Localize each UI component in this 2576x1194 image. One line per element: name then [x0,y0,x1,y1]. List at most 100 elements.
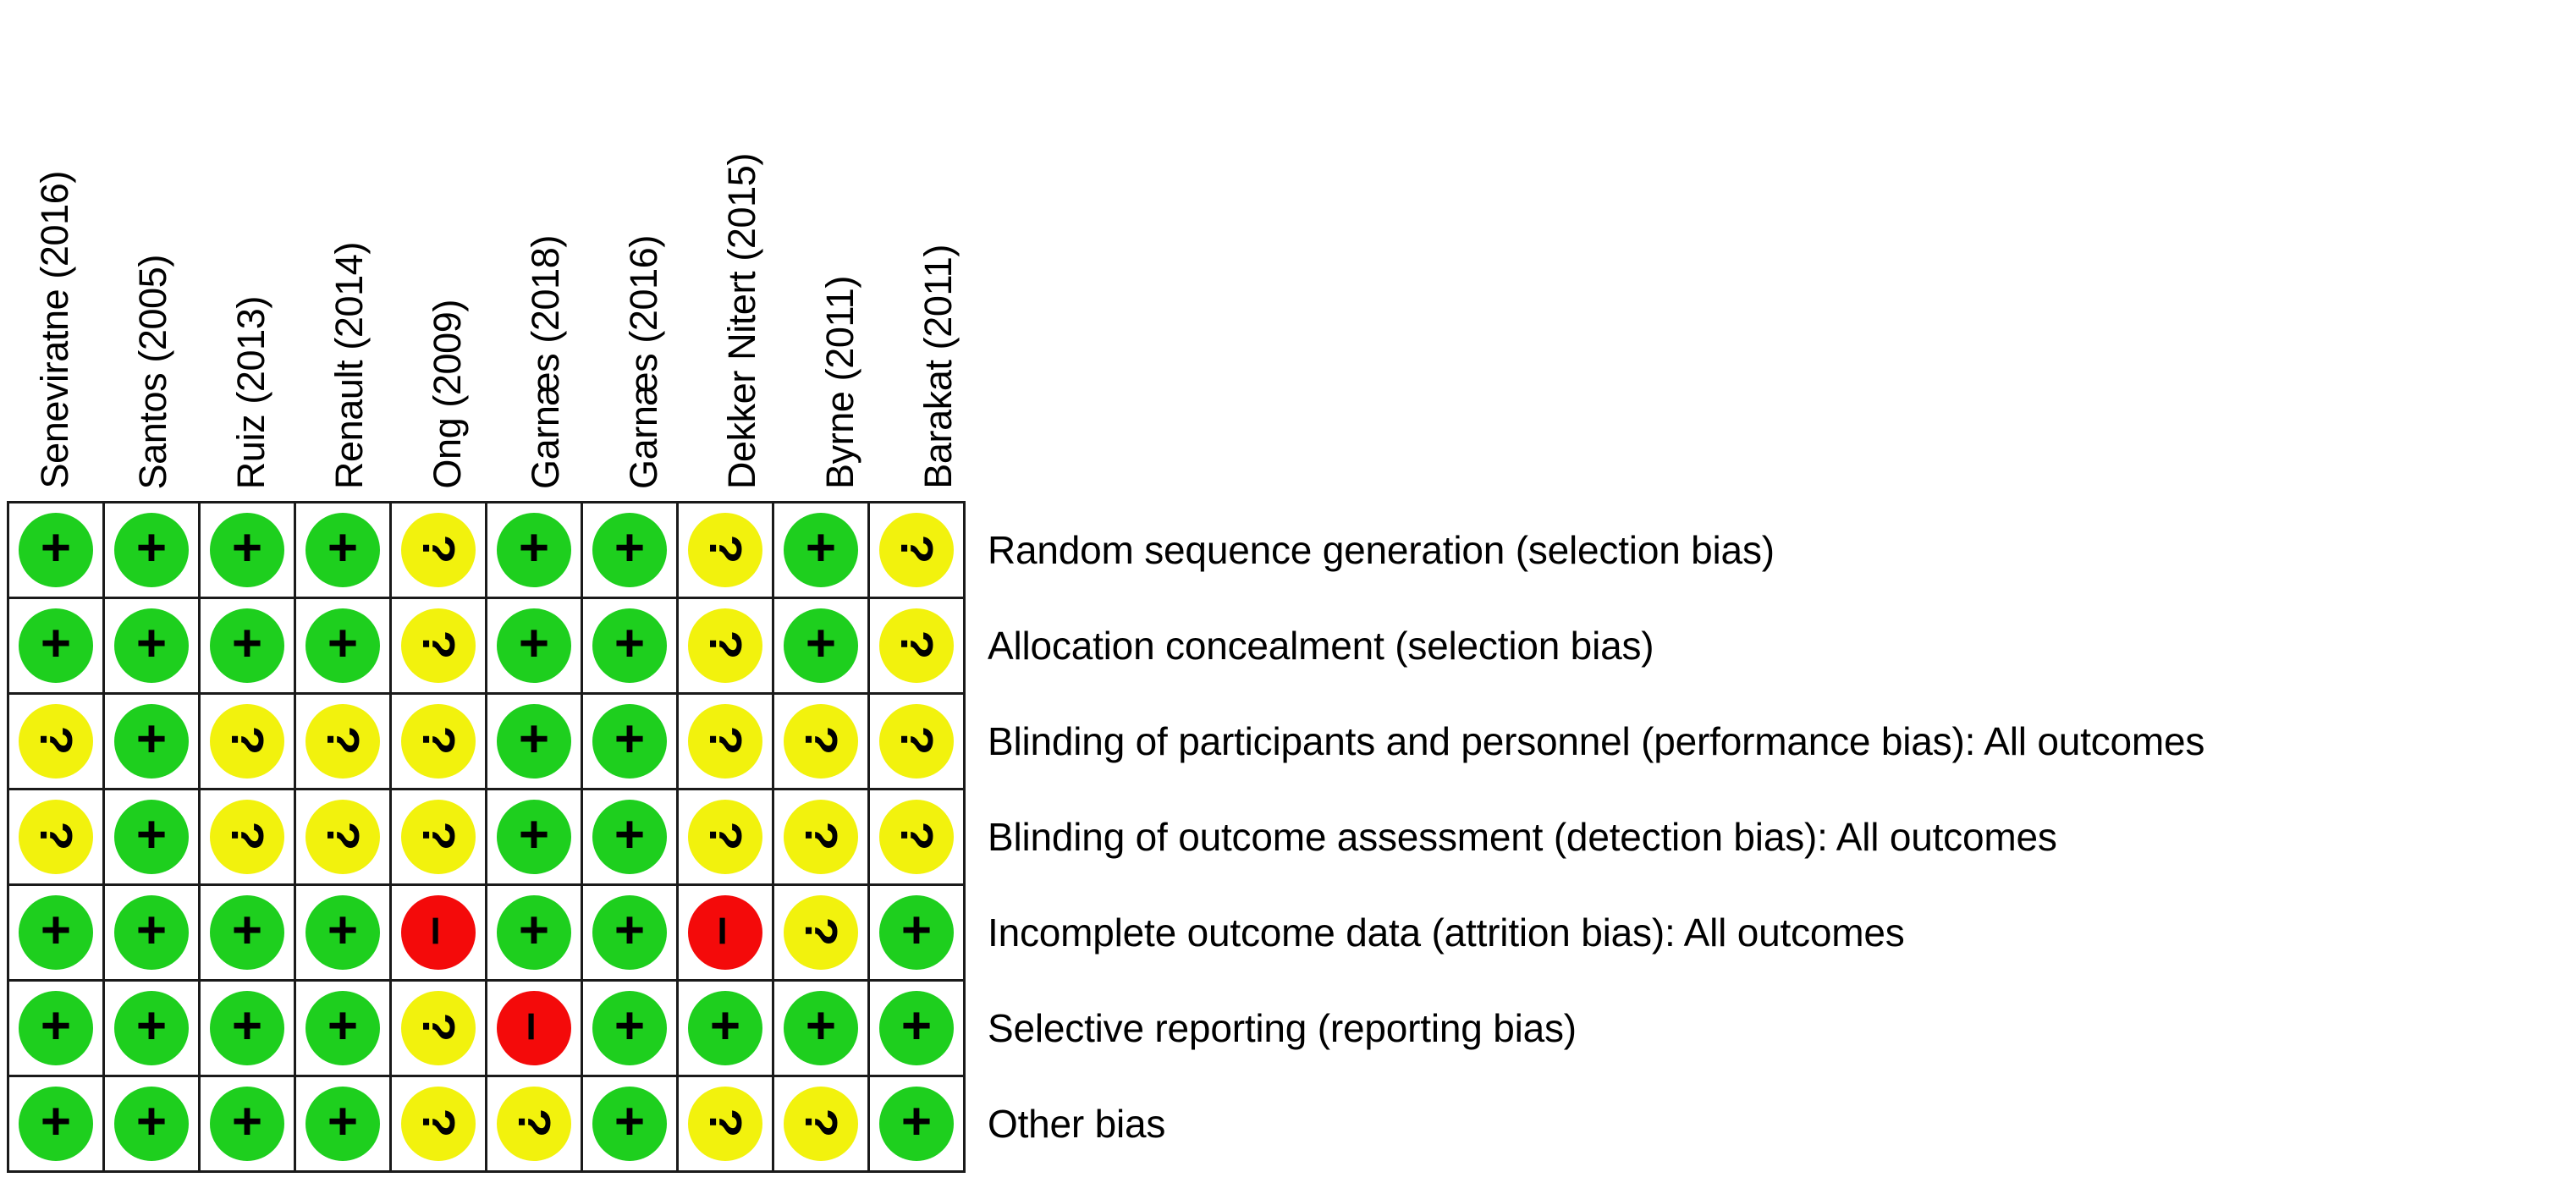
judgement-glyph: ? [222,725,272,756]
judgement-cell[interactable]: + [198,501,296,599]
judgement-glyph: + [135,901,168,960]
judgement-cell[interactable]: ? [485,1075,583,1173]
judgement-cell[interactable]: + [581,501,679,599]
judgement-cell[interactable]: + [198,883,296,982]
low-risk-icon: + [879,895,954,970]
judgement-cell[interactable]: ? [7,692,105,790]
judgement-cell[interactable]: ? [867,597,966,695]
judgement-cell[interactable]: + [867,883,966,982]
judgement-cell[interactable]: + [102,692,201,790]
judgement-cell[interactable]: – [389,883,487,982]
column-header: Dekker Nitert (2015) [694,0,789,489]
judgement-cell[interactable]: + [7,1075,105,1173]
unclear-risk-icon: ? [879,513,954,587]
judgement-cell[interactable]: + [7,883,105,982]
judgement-glyph: + [327,519,359,577]
judgement-cell[interactable]: + [867,1075,966,1173]
judgement-cell[interactable]: + [581,883,679,982]
judgement-cell[interactable]: ? [676,597,774,695]
judgement-cell[interactable]: + [7,597,105,695]
judgement-cell[interactable]: + [102,979,201,1077]
low-risk-icon: + [784,991,858,1065]
judgement-cell[interactable]: + [581,788,679,886]
column-header-label: Renault (2014) [327,241,371,489]
column-header: Garnæs (2018) [498,0,592,489]
judgement-cell[interactable]: ? [389,979,487,1077]
low-risk-icon: + [19,608,93,683]
judgement-cell[interactable]: ? [772,692,870,790]
unclear-risk-icon: ? [210,704,284,779]
row-label-cell: Random sequence generation (selection bi… [964,502,2206,598]
judgement-cell[interactable]: ? [676,788,774,886]
judgement-cell[interactable]: + [485,501,583,599]
judgement-cell[interactable]: + [198,1075,296,1173]
risk-of-bias-matrix: ++++?++?+?Random sequence generation (se… [7,501,2207,1173]
unclear-risk-icon: ? [401,1087,476,1161]
judgement-cell[interactable]: ? [867,788,966,886]
judgement-cell[interactable]: ? [198,692,296,790]
judgement-cell[interactable]: + [485,788,583,886]
judgement-glyph: ? [700,821,751,851]
judgement-cell[interactable]: + [102,597,201,695]
judgement-glyph: – [505,1011,564,1042]
column-header-band: Seneviratne (2016)Santos (2005)Ruiz (201… [0,0,960,489]
judgement-cell[interactable]: + [102,788,201,886]
judgement-cell[interactable]: ? [389,501,487,599]
judgement-cell[interactable]: ? [867,692,966,790]
judgement-cell[interactable]: + [102,1075,201,1173]
judgement-cell[interactable]: + [294,597,392,695]
judgement-cell[interactable]: + [485,883,583,982]
judgement-cell[interactable]: + [772,597,870,695]
judgement-cell[interactable]: ? [294,788,392,886]
judgement-cell[interactable]: ? [676,1075,774,1173]
matrix-row: ++++–++–?+Incomplete outcome data (attri… [7,883,2206,982]
low-risk-icon: + [19,991,93,1065]
judgement-cell[interactable]: ? [198,788,296,886]
judgement-cell[interactable]: ? [772,788,870,886]
judgement-cell[interactable]: + [581,597,679,695]
judgement-cell[interactable]: ? [772,1075,870,1173]
unclear-risk-icon: ? [19,704,93,779]
judgement-cell[interactable]: ? [772,883,870,982]
judgement-cell[interactable]: + [198,597,296,695]
judgement-glyph: – [410,916,468,946]
judgement-cell[interactable]: + [581,979,679,1077]
judgement-cell[interactable]: + [485,692,583,790]
judgement-cell[interactable]: ? [389,597,487,695]
judgement-glyph: ? [891,534,942,564]
judgement-cell[interactable]: + [294,1075,392,1173]
judgement-cell[interactable]: ? [867,501,966,599]
unclear-risk-icon: ? [401,608,476,683]
judgement-cell[interactable]: ? [676,501,774,599]
judgement-glyph: + [231,519,263,577]
judgement-cell[interactable]: + [294,501,392,599]
judgement-cell[interactable]: + [772,979,870,1077]
judgement-cell[interactable]: + [485,597,583,695]
judgement-cell[interactable]: ? [676,692,774,790]
judgement-cell[interactable]: + [294,883,392,982]
judgement-cell[interactable]: + [102,501,201,599]
judgement-cell[interactable]: ? [389,692,487,790]
judgement-cell[interactable]: + [198,979,296,1077]
judgement-cell[interactable]: + [294,979,392,1077]
judgement-cell[interactable]: + [7,501,105,599]
low-risk-icon: + [305,1087,380,1161]
judgement-glyph: + [40,901,72,960]
judgement-cell[interactable]: + [581,692,679,790]
judgement-cell[interactable]: ? [389,788,487,886]
unclear-risk-icon: ? [879,704,954,779]
judgement-cell[interactable]: ? [294,692,392,790]
judgement-cell[interactable]: ? [7,788,105,886]
judgement-glyph: + [327,997,359,1055]
judgement-cell[interactable]: + [7,979,105,1077]
judgement-cell[interactable]: + [867,979,966,1077]
judgement-cell[interactable]: ? [389,1075,487,1173]
judgement-cell[interactable]: + [581,1075,679,1173]
judgement-cell[interactable]: + [676,979,774,1077]
judgement-cell[interactable]: – [485,979,583,1077]
matrix-row: ++++?++?+?Random sequence generation (se… [7,501,2206,599]
low-risk-icon: + [114,608,189,683]
judgement-cell[interactable]: + [772,501,870,599]
judgement-cell[interactable]: – [676,883,774,982]
judgement-cell[interactable]: + [102,883,201,982]
